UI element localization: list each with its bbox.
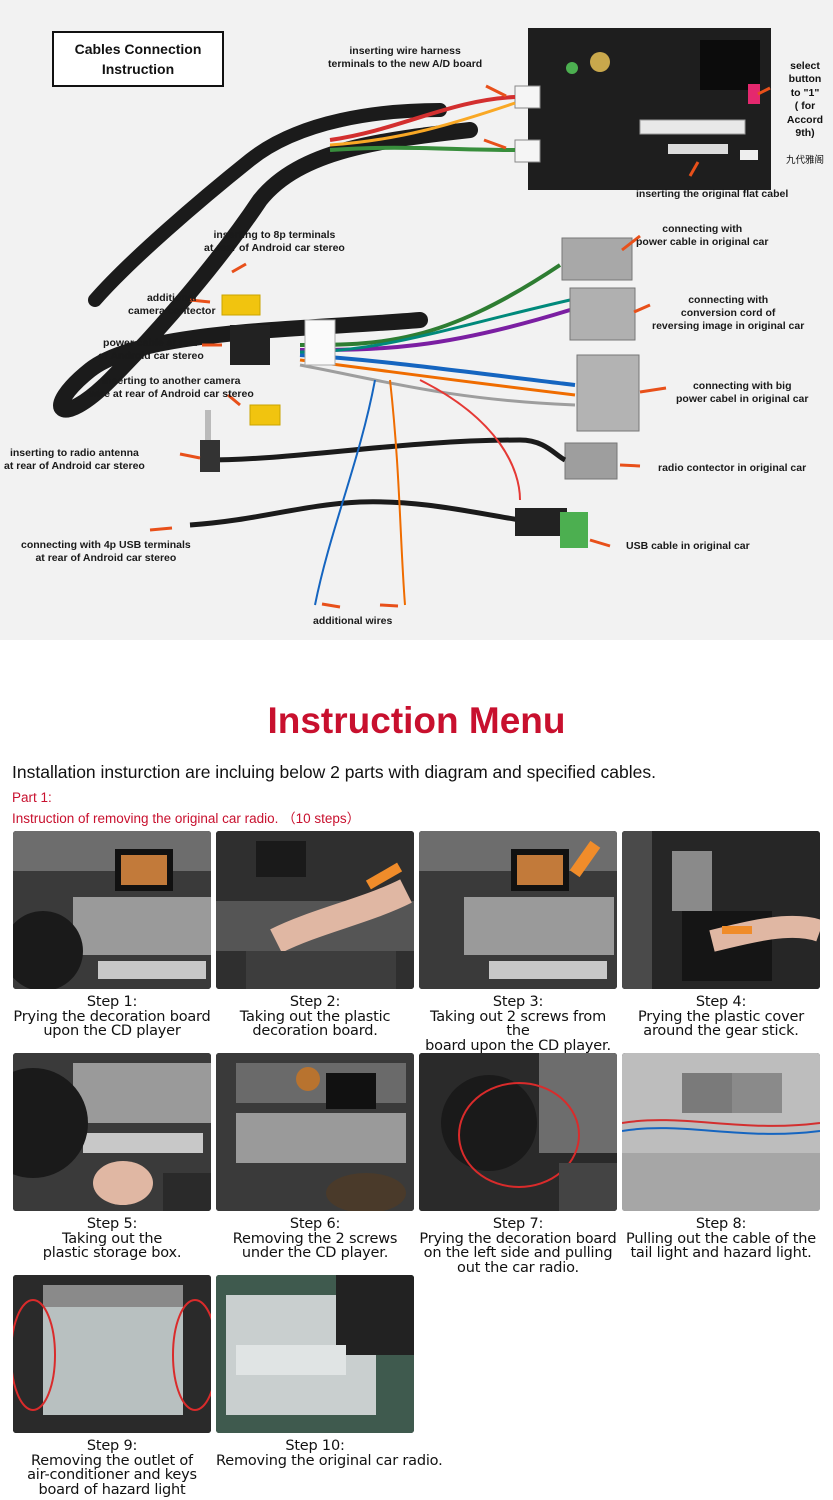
label-select-button-text: select button to "1" ( for Accord 9th) <box>786 59 824 140</box>
label-big-power-cable: connecting with big power cabel in origi… <box>676 380 809 405</box>
step-text: Prying the plastic cover around the gear… <box>638 1008 804 1039</box>
step-photo <box>216 831 414 989</box>
step-text: Taking out 2 screws from the board upon … <box>425 1008 611 1054</box>
step-photo <box>13 831 211 989</box>
step-number: Step 8: <box>695 1216 747 1232</box>
step-photo <box>622 831 820 989</box>
step-photo <box>622 1053 820 1211</box>
step-8: Step 8:Pulling out the cable of the tail… <box>622 1053 820 1261</box>
step-photo <box>13 1053 211 1211</box>
step-text: Pulling out the cable of the tail light … <box>626 1230 816 1261</box>
label-8p-terminals: inserting to 8p terminals at rear of And… <box>204 229 345 254</box>
menu-title: Instruction Menu <box>267 700 566 741</box>
step-number: Step 4: <box>695 994 747 1010</box>
step-3: Step 3:Taking out 2 screws from the boar… <box>419 831 617 1053</box>
label-reversing-image: connecting with conversion cord of rever… <box>652 294 805 332</box>
step-photo <box>419 1053 617 1211</box>
step-text: Prying the decoration board on the left … <box>419 1230 617 1276</box>
label-radio-contector: radio contector in original car <box>658 462 807 474</box>
step-text: Prying the decoration board upon the CD … <box>13 1008 211 1039</box>
label-another-camera: inserting to another camera wire at rear… <box>89 375 254 400</box>
label-power-cable-original: connecting with power cable in original … <box>636 223 769 248</box>
label-additional-wires: additional wires <box>313 615 393 627</box>
step-number: Step 2: <box>289 994 341 1010</box>
step-photo <box>216 1053 414 1211</box>
step-photo <box>13 1275 211 1433</box>
label-select-button-cn: 九代雅阁 <box>785 155 824 166</box>
diagram-title-text: Cables Connection Instruction <box>74 41 202 77</box>
step-4: Step 4:Prying the plastic cover around t… <box>622 831 820 1039</box>
label-usb-terminals: connecting with 4p USB terminals at rear… <box>21 539 191 564</box>
step-9: Step 9:Removing the outlet of air-condit… <box>13 1275 211 1497</box>
step-5: Step 5:Taking out the plastic storage bo… <box>13 1053 211 1261</box>
step-text: Taking out the plastic decoration board. <box>239 1008 391 1039</box>
step-2: Step 2:Taking out the plastic decoration… <box>216 831 414 1039</box>
menu-intro: Installation insturction are incluing be… <box>12 762 656 782</box>
step-text: Removing the original car radio. <box>216 1452 443 1469</box>
part-description: Instruction of removing the original car… <box>12 811 361 826</box>
part-title: Part 1: <box>12 790 52 805</box>
label-power-cable-rear: power cable at rear of Android car stere… <box>98 337 204 362</box>
step-text: Taking out the plastic storage box. <box>42 1230 182 1261</box>
cable-connection-diagram: Cables Connection Instruction inserting … <box>0 0 833 640</box>
step-photo <box>419 831 617 989</box>
step-1: Step 1:Prying the decoration board upon … <box>13 831 211 1039</box>
step-text: Removing the outlet of air-conditioner a… <box>27 1452 197 1498</box>
diagram-title: Cables Connection Instruction <box>52 31 224 87</box>
pointer-arrows <box>149 84 771 609</box>
step-6: Step 6:Removing the 2 screws under the C… <box>216 1053 414 1261</box>
label-radio-antenna: inserting to radio antenna at rear of An… <box>4 447 145 472</box>
wiring-harness-illustration <box>53 28 771 609</box>
label-wire-harness: inserting wire harness terminals to the … <box>328 45 483 70</box>
step-number: Step 5: <box>86 1216 138 1232</box>
label-camera-contector: additional camera contector <box>128 292 216 317</box>
label-select-button: select button to "1" ( for Accord 9th) 九… <box>780 46 830 168</box>
step-7: Step 7:Prying the decoration board on th… <box>419 1053 617 1275</box>
step-number: Step 7: <box>492 1216 544 1232</box>
step-text: Removing the 2 screws under the CD playe… <box>232 1230 398 1261</box>
step-number: Step 9: <box>86 1438 138 1454</box>
step-10: Step 10:Removing the original car radio. <box>216 1275 443 1468</box>
label-usb-cable: USB cable in original car <box>626 540 750 552</box>
step-number: Step 3: <box>492 994 544 1010</box>
step-number: Step 1: <box>86 994 138 1010</box>
step-photo <box>216 1275 414 1433</box>
label-flat-cable: inserting the original flat cabel <box>636 188 789 200</box>
step-number: Step 10: <box>285 1438 345 1454</box>
step-number: Step 6: <box>289 1216 341 1232</box>
